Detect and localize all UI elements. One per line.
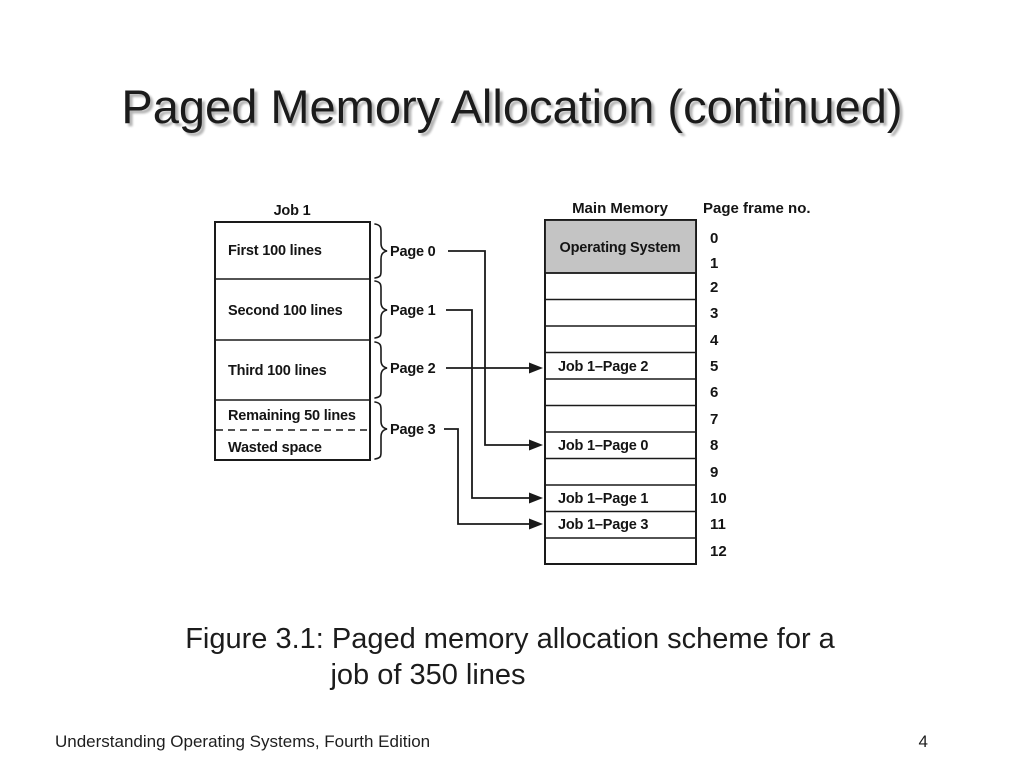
memory-row-dividers: [545, 298, 696, 539]
figure-caption-line2: job of 350 lines: [330, 659, 526, 691]
arrowhead-frame5: [529, 362, 543, 374]
operating-system-label: Operating System: [560, 240, 681, 256]
frame-number: 5: [710, 358, 718, 375]
frame-number: 7: [710, 411, 718, 428]
frame-number: 0: [710, 230, 718, 247]
frame-number: 9: [710, 464, 718, 481]
page-braces: [374, 223, 388, 460]
memory-frame-content: Job 1–Page 3: [558, 517, 648, 533]
footer-book-title: Understanding Operating Systems, Fourth …: [55, 732, 431, 751]
page-to-frame-arrows: [444, 250, 529, 525]
job-section-label: Third 100 lines: [228, 363, 327, 379]
figure-caption-line1: Figure 3.1: Paged memory allocation sche…: [185, 623, 835, 655]
page-label-3: Page 3: [390, 422, 436, 438]
arrowhead-frame10: [529, 492, 543, 504]
memory-frame-content: Job 1–Page 2: [558, 359, 648, 375]
page-frame-no-header: Page frame no.: [703, 200, 811, 217]
brace-page1: [374, 280, 388, 339]
page-label-2: Page 2: [390, 361, 436, 377]
job-section-label: Wasted space: [228, 440, 322, 456]
operating-system-block: [544, 219, 697, 274]
frame-number: 3: [710, 305, 718, 322]
frame-number: 10: [710, 490, 727, 507]
main-memory-header: Main Memory: [572, 200, 669, 217]
frame-number: 1: [710, 255, 718, 272]
job-section-label: Second 100 lines: [228, 303, 343, 319]
arrowhead-frame11: [529, 518, 543, 530]
brace-page0: [374, 223, 388, 279]
arrow-page3-to-frame11: [444, 428, 529, 525]
frame-number: 8: [710, 437, 718, 454]
memory-frame-content: Job 1–Page 1: [558, 491, 648, 507]
slide-title: Paged Memory Allocation (continued): [121, 80, 903, 133]
arrow-page1-to-frame10: [446, 309, 529, 499]
arrowheads: [529, 362, 543, 530]
frame-number: 12: [710, 543, 727, 560]
frame-number: 11: [710, 516, 726, 533]
job-box-title: Job 1: [274, 203, 311, 219]
brace-page2: [374, 341, 388, 399]
footer-page-number: 4: [918, 732, 928, 751]
memory-frame-content: Job 1–Page 0: [558, 438, 648, 454]
page-label-1: Page 1: [390, 303, 436, 319]
frame-number: 2: [710, 279, 718, 296]
arrow-page0-to-frame8: [448, 250, 529, 446]
frame-number: 6: [710, 384, 718, 401]
page-label-0: Page 0: [390, 244, 436, 260]
job-section-label: First 100 lines: [228, 243, 322, 259]
arrowhead-frame8: [529, 439, 543, 451]
brace-page3: [374, 401, 388, 460]
job-box-outline: [214, 221, 371, 461]
frame-number: 4: [710, 332, 719, 349]
job-section-label: Remaining 50 lines: [228, 408, 356, 424]
